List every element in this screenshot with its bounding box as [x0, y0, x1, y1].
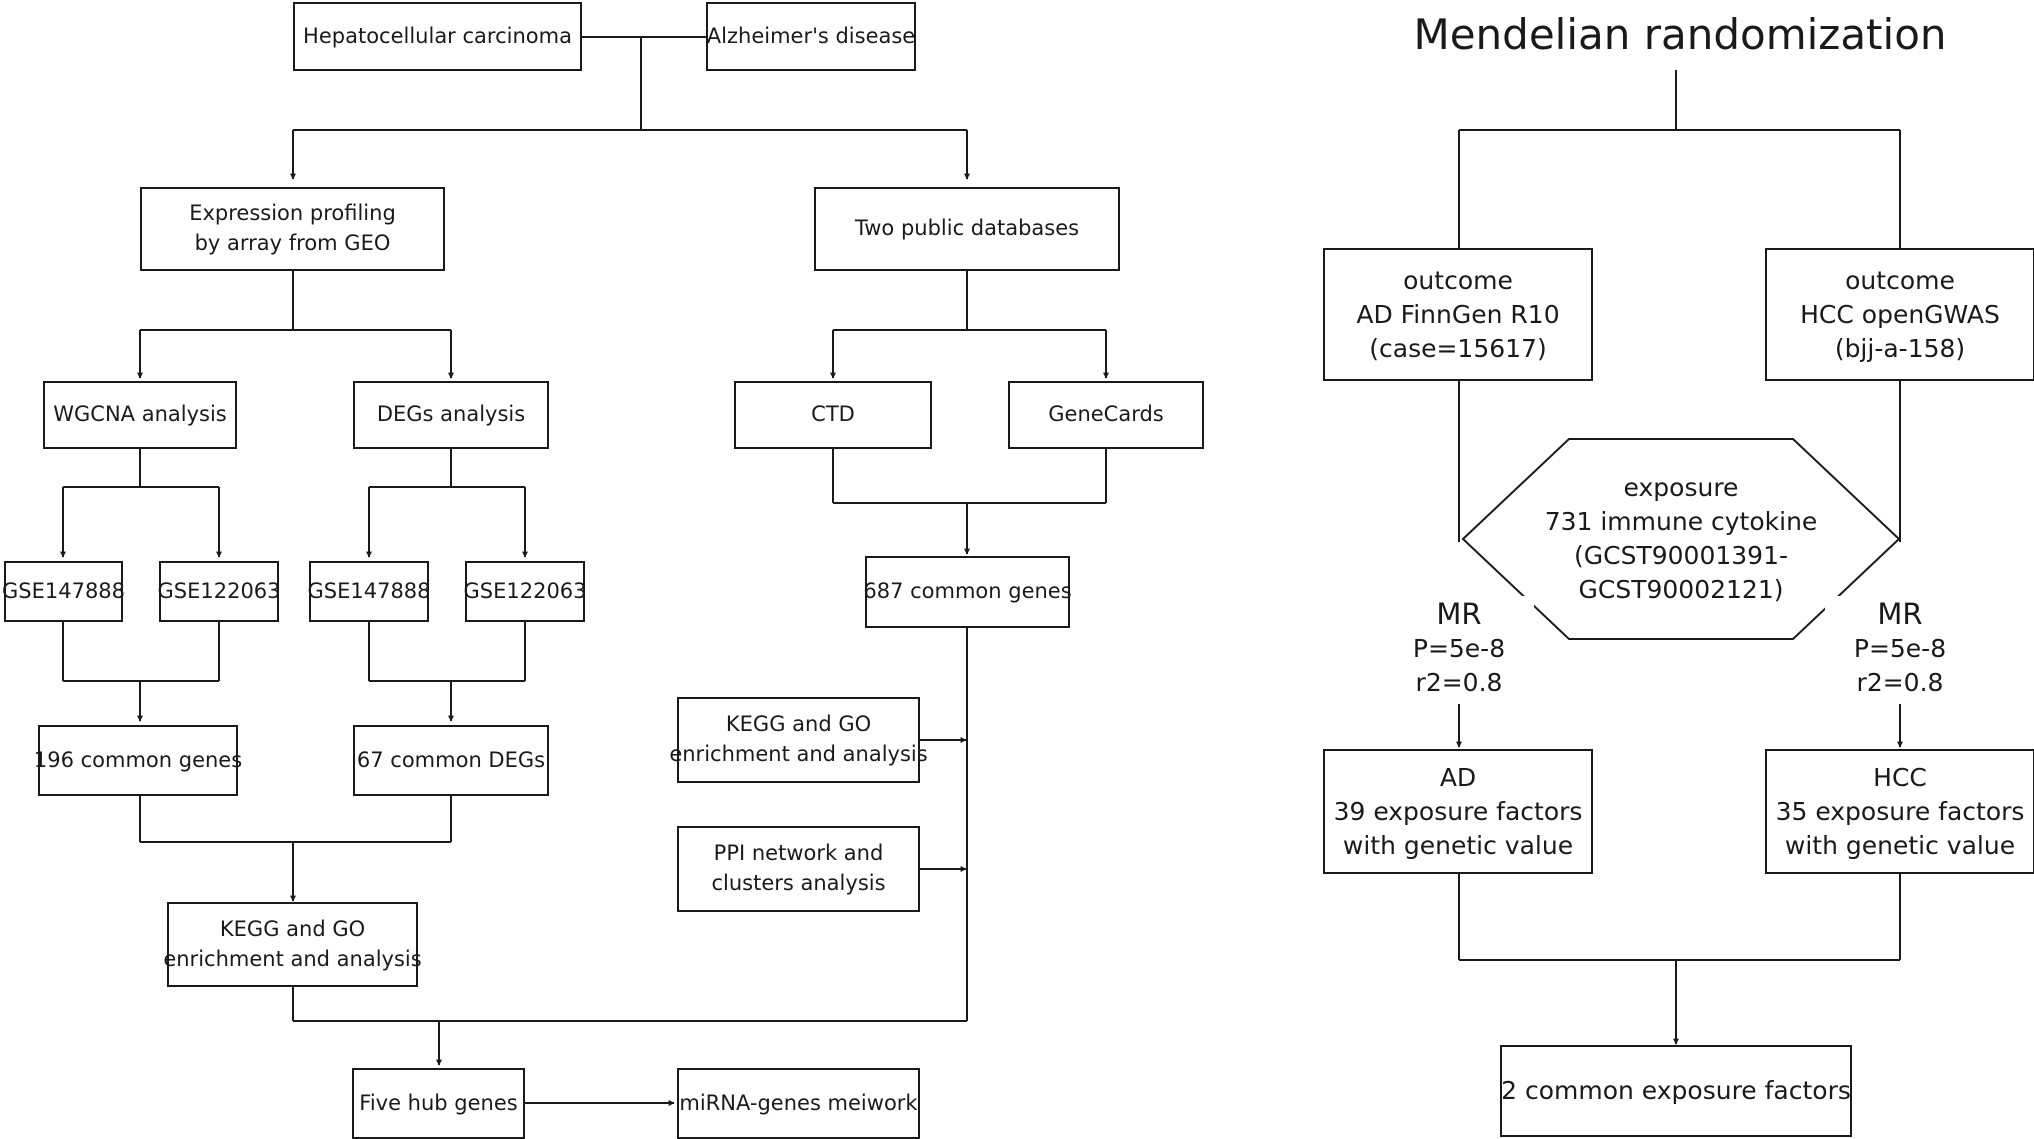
common-degs-67-box: 67 common DEGs — [353, 725, 549, 796]
kegg-go-enrichment-box-right: KEGG and GO enrichment and analysis — [669, 697, 928, 783]
five-hub-genes-box: Five hub genes — [352, 1068, 525, 1139]
mr-right-annotation: MR P=5e-8 r2=0.8 — [1825, 596, 1975, 701]
wgcna-dataset-gse147888-box: GSE147888 — [1, 561, 126, 622]
kegg-go-enrichment-box-left: KEGG and GO enrichment and analysis — [163, 902, 422, 987]
two-public-databases-box: Two public databases — [814, 187, 1120, 271]
common-genes-196-label: 196 common genes — [33, 747, 243, 772]
common-degs-67-label: 67 common DEGs — [356, 747, 546, 772]
ad-factors-line-1: AD — [1439, 762, 1477, 792]
mr-right-r2: r2=0.8 — [1856, 668, 1944, 698]
hepatocellular-carcinoma-box: Hepatocellular carcinoma — [293, 2, 582, 71]
ad-exposure-factors-box: AD 39 exposure factors with genetic valu… — [1323, 749, 1593, 874]
degs-dataset-gse122063-box: GSE122063 — [463, 561, 587, 622]
hcc-factors-line-2: 35 exposure factors — [1775, 796, 2025, 826]
wgcna-dataset-gse147888-label: GSE147888 — [1, 578, 126, 603]
outcome-ad-box: outcome AD FinnGen R10 (case=15617) — [1323, 248, 1593, 381]
ppi-network-box: PPI network and clusters analysis — [677, 826, 920, 912]
mr-left-r2: r2=0.8 — [1415, 668, 1503, 698]
two-public-databases-label: Two public databases — [854, 216, 1080, 241]
degs-dataset-gse122063-label: GSE122063 — [463, 578, 587, 603]
kegg-go-left-line-1: KEGG and GO — [219, 916, 366, 941]
hcc-factors-line-3: with genetic value — [1784, 830, 2016, 860]
wgcna-dataset-gse122063-label: GSE122063 — [157, 578, 281, 603]
hcc-factors-line-1: HCC — [1873, 762, 1927, 792]
outcome-hcc-line-2: HCC openGWAS — [1800, 299, 2000, 329]
common-genes-687-box: 687 common genes — [863, 556, 1072, 628]
exposure-line-4: GCST90002121) — [1578, 575, 1784, 604]
wgcna-dataset-gse122063-box: GSE122063 — [157, 561, 281, 622]
outcome-hcc-line-3: (bjj-a-158) — [1834, 333, 1966, 363]
common-genes-687-label: 687 common genes — [863, 579, 1072, 604]
hexagon-shape — [1461, 438, 1901, 640]
outcome-ad-line-3: (case=15617) — [1369, 333, 1547, 363]
exposure-hexagon: exposure 731 immune cytokine (GCST900013… — [1461, 437, 1901, 641]
genecards-box: GeneCards — [1008, 381, 1204, 449]
mr-left-label: MR — [1436, 597, 1482, 631]
wgcna-analysis-label: WGCNA analysis — [53, 402, 227, 427]
expression-profiling-box: Expression profiling by array from GEO — [140, 187, 445, 271]
outcome-ad-line-1: outcome — [1403, 265, 1513, 295]
mendelian-randomization-title: Mendelian randomization — [1413, 10, 1947, 59]
ppi-network-line-2: clusters analysis — [711, 871, 886, 895]
kegg-go-left-line-2: enrichment and analysis — [163, 946, 422, 971]
wgcna-analysis-box: WGCNA analysis — [43, 381, 237, 449]
expression-profiling-line-2: by array from GEO — [194, 231, 391, 255]
outcome-ad-line-2: AD FinnGen R10 — [1356, 299, 1560, 329]
mirna-network-label: miRNA-genes meiwork — [679, 1090, 918, 1115]
common-genes-196-box: 196 common genes — [34, 725, 242, 796]
outcome-hcc-box: outcome HCC openGWAS (bjj-a-158) — [1765, 248, 2034, 381]
exposure-text: exposure 731 immune cytokine (GCST900013… — [1461, 437, 1901, 641]
exposure-line-1: exposure — [1623, 473, 1739, 502]
ad-factors-line-3: with genetic value — [1342, 830, 1574, 860]
hcc-exposure-factors-box: HCC 35 exposure factors with genetic val… — [1765, 749, 2034, 874]
mr-left-p-value: P=5e-8 — [1412, 634, 1506, 664]
exposure-line-2: 731 immune cytokine — [1544, 507, 1818, 536]
mr-right-label: MR — [1877, 597, 1923, 631]
ad-factors-line-2: 39 exposure factors — [1333, 796, 1583, 826]
alzheimers-disease-box: Alzheimer's disease — [706, 2, 916, 71]
degs-dataset-gse147888-box: GSE147888 — [307, 561, 431, 622]
degs-analysis-label: DEGs analysis — [376, 402, 526, 427]
mr-left-annotation: MR P=5e-8 r2=0.8 — [1384, 596, 1534, 701]
alzheimers-disease-label: Alzheimer's disease — [706, 23, 916, 48]
kegg-go-right-line-1: KEGG and GO — [725, 712, 872, 737]
common-exposure-factors-box: 2 common exposure factors — [1500, 1045, 1852, 1137]
ctd-label: CTD — [811, 402, 855, 427]
common-exposure-factors-label: 2 common exposure factors — [1501, 1076, 1851, 1105]
mirna-network-box: miRNA-genes meiwork — [677, 1068, 920, 1139]
genecards-label: GeneCards — [1048, 402, 1164, 427]
expression-profiling-line-1: Expression profiling — [189, 201, 396, 226]
hepatocellular-carcinoma-label: Hepatocellular carcinoma — [303, 23, 572, 48]
outcome-hcc-line-1: outcome — [1845, 265, 1955, 295]
ppi-network-line-1: PPI network and — [713, 841, 884, 866]
degs-analysis-box: DEGs analysis — [353, 381, 549, 449]
exposure-line-3: (GCST90001391- — [1574, 541, 1788, 570]
mr-right-p-value: P=5e-8 — [1853, 634, 1947, 664]
five-hub-genes-label: Five hub genes — [359, 1090, 518, 1115]
degs-dataset-gse147888-label: GSE147888 — [307, 578, 431, 603]
kegg-go-right-line-2: enrichment and analysis — [669, 742, 928, 766]
ctd-box: CTD — [734, 381, 932, 449]
